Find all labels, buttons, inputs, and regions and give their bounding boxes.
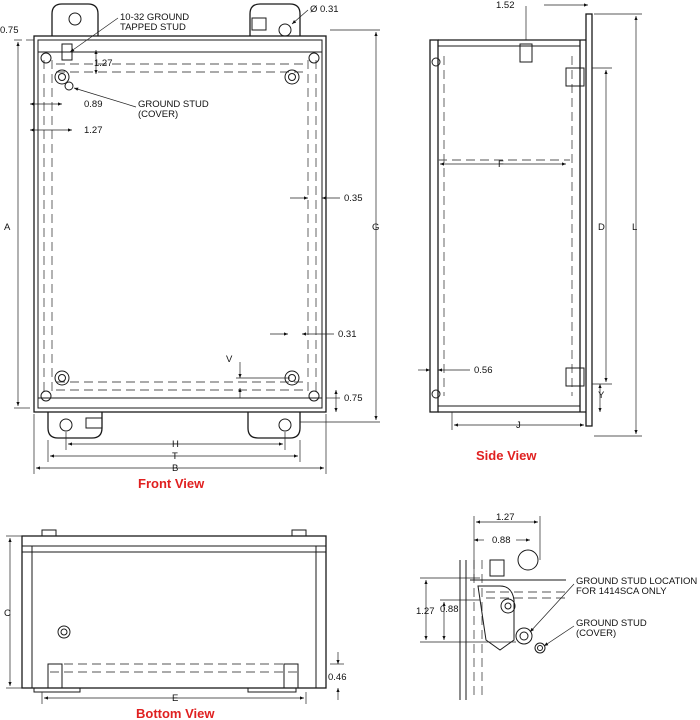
front-bottom-left-hole [59, 418, 73, 432]
front-dim-hole-dia: Ø 0.31 [310, 4, 339, 15]
front-dim-075-bottom: 0.75 [344, 393, 363, 404]
detail-dim-h088: 0.88 [492, 535, 511, 546]
front-ground-stud [64, 81, 74, 91]
front-dim-031: 0.31 [338, 329, 357, 340]
front-top-right-tab [249, 3, 301, 36]
front-dim-A: A [4, 222, 11, 233]
side-dim-F: F [498, 159, 504, 170]
side-dim-152: 1.52 [496, 0, 515, 11]
bottom-outer-frame [21, 535, 327, 689]
detail-view: 1.27 0.88 1.27 0.88 GROUND STUD LOCATION… [416, 512, 697, 700]
detail-dim-v127: 1.27 [416, 606, 435, 617]
detail-callout-stud: GROUND STUD(COVER) [576, 618, 647, 639]
front-dim-B: B [172, 463, 178, 474]
front-outer-frame [33, 35, 327, 413]
front-screw-tl [40, 52, 52, 64]
front-dim-H: H [172, 439, 179, 450]
bottom-view: C 0.46 E Bottom View [4, 529, 347, 720]
front-screw-bl [40, 390, 52, 402]
side-dim-056: 0.56 [474, 365, 493, 376]
front-tapped-stud [61, 43, 73, 61]
front-top-left-tab [51, 3, 99, 36]
front-callout-ground-stud: GROUND STUD(COVER) [138, 99, 209, 120]
front-dim-G: G [372, 222, 379, 233]
side-cover-flange [429, 39, 439, 413]
front-dim-075-top: 0.75 [0, 25, 19, 36]
front-dim-089: 0.89 [84, 99, 103, 110]
front-bottom-stud-tab [85, 417, 103, 429]
front-screw-br [308, 390, 320, 402]
front-bottom-right-tab [247, 412, 301, 439]
front-screw-tr [308, 52, 320, 64]
front-dim-T: T [172, 451, 178, 462]
detail-stud-location [515, 627, 533, 645]
front-bottom-left-tab [47, 412, 103, 439]
front-top-right-hole [278, 23, 292, 37]
bottom-dim-E: E [172, 693, 178, 704]
front-dim-127-v: 1.27 [94, 58, 113, 69]
side-mounting-plate [585, 13, 593, 427]
front-bottom-right-hole [278, 418, 292, 432]
front-dim-127-h: 1.27 [84, 125, 103, 136]
detail-dim-h127: 1.27 [496, 512, 515, 523]
side-dim-J: J [516, 420, 521, 431]
detail-dim-v088: 0.88 [440, 604, 459, 615]
front-dim-V: V [226, 354, 233, 365]
side-dim-L: L [632, 222, 637, 233]
front-top-stud-tab [251, 17, 267, 31]
bottom-view-title: Bottom View [136, 706, 215, 720]
bottom-dim-C: C [4, 608, 11, 619]
front-view-title: Front View [138, 476, 205, 491]
front-top-left-hole [68, 12, 82, 26]
side-view-title: Side View [476, 448, 537, 463]
bottom-ground-stud [57, 625, 71, 639]
side-dim-Y: Y [598, 390, 605, 401]
detail-ground-stud [534, 642, 546, 654]
front-dim-035: 0.35 [344, 193, 363, 204]
front-inner-frame [37, 39, 323, 409]
side-dim-D: D [598, 222, 605, 233]
side-view: 1.52 F D L 0.56 Y J Side View [418, 0, 642, 463]
bottom-dim-046: 0.46 [328, 672, 347, 683]
